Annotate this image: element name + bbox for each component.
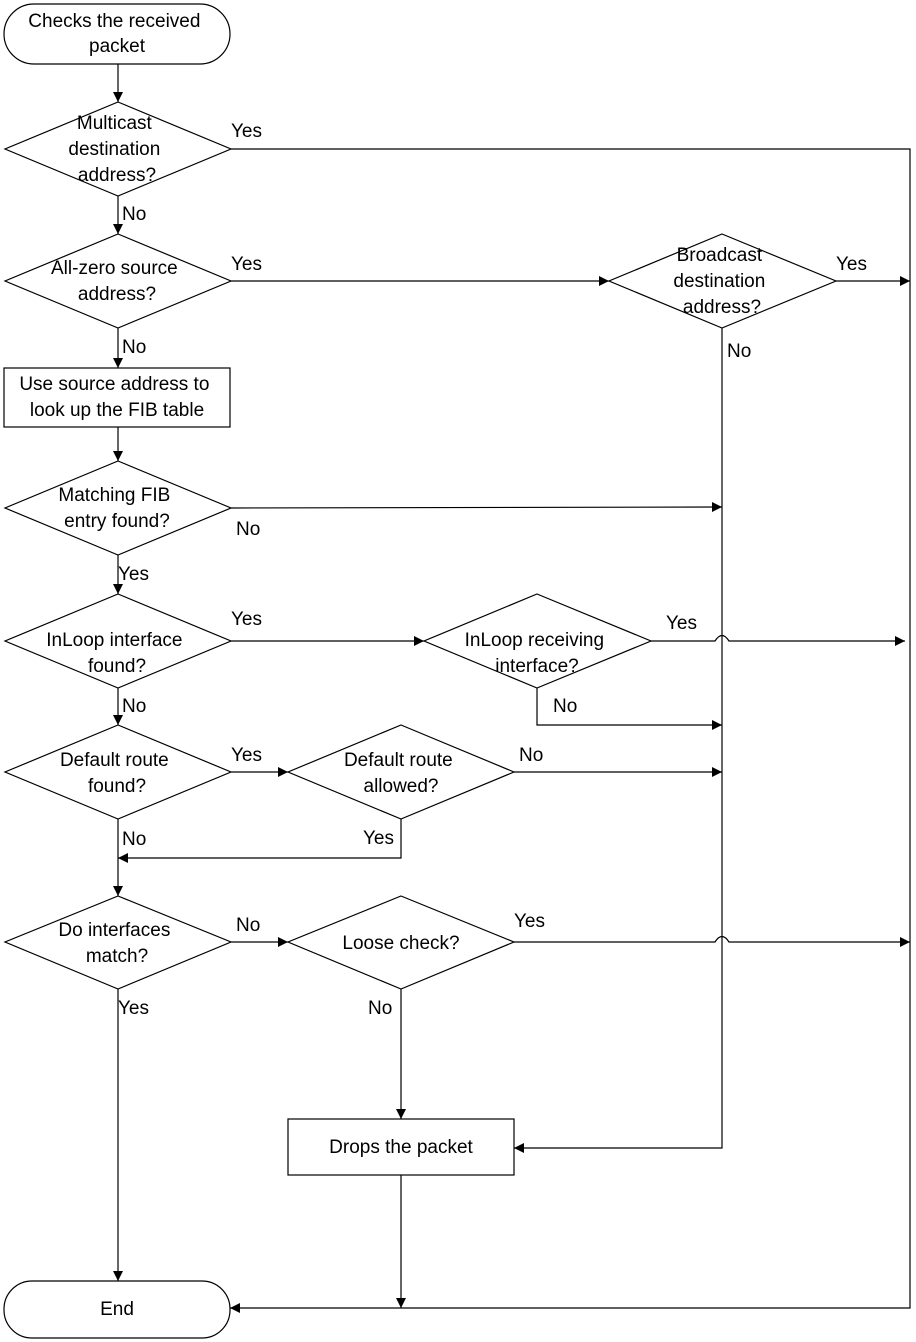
label-default-allowed-no: No <box>519 745 543 766</box>
label-inloop-found-yes: Yes <box>231 609 262 630</box>
default-allowed-decision <box>286 724 516 820</box>
label-broadcast-no: No <box>727 341 751 362</box>
edge-fib-no <box>230 502 723 513</box>
start-terminator <box>3 3 231 65</box>
label-interfaces-no: No <box>236 915 260 936</box>
label-inloop-recv-no: No <box>553 696 577 717</box>
label-fib-yes: Yes <box>118 564 149 585</box>
fibfound-decision <box>3 460 233 556</box>
interfaces-match-label: Do interfaces match? <box>58 920 175 967</box>
allzero-label: All-zero source address? <box>51 258 183 305</box>
label-broadcast-yes: Yes <box>836 254 867 275</box>
lookup-label: Use source address to look up the FIB ta… <box>19 374 214 421</box>
label-interfaces-yes: Yes <box>118 998 149 1019</box>
edge-loose-yes <box>514 935 910 947</box>
edge-inloop-recv-yes <box>651 634 905 646</box>
label-default-found-yes: Yes <box>231 745 262 766</box>
allzero-decision <box>3 233 233 329</box>
fibfound-label: Matching FIB entry found? <box>58 485 175 532</box>
label-allzero-no: No <box>122 337 146 358</box>
default-found-label: Default route found? <box>60 750 174 797</box>
start-label: Checks the received packet <box>28 11 205 57</box>
edge-inloop-recv-no <box>536 688 722 730</box>
label-default-found-no: No <box>122 829 146 850</box>
inloop-recv-label: InLoop receiving interface? <box>465 630 610 677</box>
label-allzero-yes: Yes <box>231 254 262 275</box>
label-loose-no: No <box>368 998 392 1019</box>
loose-label: Loose check? <box>342 933 459 954</box>
interfaces-match-decision <box>3 895 233 990</box>
end-label: End <box>100 1299 134 1320</box>
inloop-found-label: InLoop interface found? <box>46 630 188 677</box>
label-inloop-found-no: No <box>122 696 146 717</box>
label-fib-no: No <box>236 519 260 540</box>
label-default-allowed-yes: Yes <box>363 828 394 849</box>
default-allowed-label: Default route allowed? <box>344 750 458 797</box>
default-found-decision <box>3 724 233 820</box>
lookup-process <box>3 367 231 428</box>
multicast-label: Multicast destination address? <box>68 113 165 186</box>
drop-label: Drops the packet <box>329 1137 473 1158</box>
label-multicast-yes: Yes <box>231 121 262 142</box>
label-multicast-no: No <box>122 204 146 225</box>
label-inloop-recv-yes: Yes <box>666 613 697 634</box>
edge-multicast-yes-trunk <box>230 148 911 1313</box>
label-loose-yes: Yes <box>514 911 545 932</box>
broadcast-label: Broadcast destination address? <box>673 245 770 318</box>
edge-broadcast-no-drop <box>514 328 723 1153</box>
edge-default-allowed-yes <box>118 819 402 863</box>
